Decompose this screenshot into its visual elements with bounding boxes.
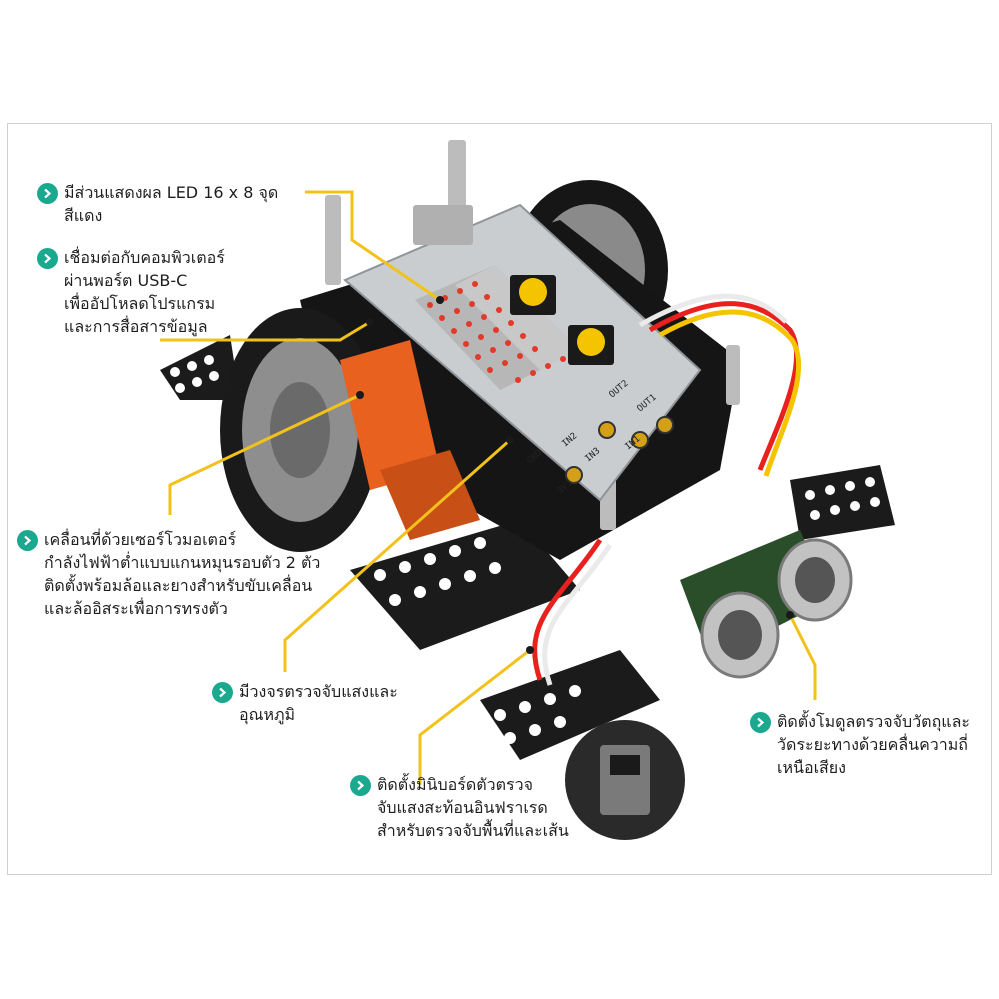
callout-line: วัดระยะทางด้วยคลื่นความถี่	[777, 735, 968, 754]
callout-line: เชื่อมต่อกับคอมพิวเตอร์	[64, 248, 225, 267]
callout-line: เพื่ออัปโหลดโปรแกรม	[64, 294, 216, 313]
callout-ir-board: ติดตั้งมินิบอร์ดตัวตรวจ จับแสงสะท้อนอินฟ…	[350, 773, 569, 842]
callout-text: ติดตั้งโมดูลตรวจจับวัตถุและ วัดระยะทางด้…	[777, 710, 970, 779]
callout-led-display: มีส่วนแสดงผล LED 16 x 8 จุด สีแดง	[37, 181, 278, 227]
callout-line: ติดตั้งพร้อมล้อและยางสำหรับขับเคลื่อน	[44, 576, 313, 595]
callout-line: ติดตั้งมินิบอร์ดตัวตรวจ	[377, 775, 533, 794]
callout-line: มีวงจรตรวจจับแสงและ	[239, 682, 398, 701]
chevron-right-icon	[350, 775, 371, 796]
callout-line: ติดตั้งโมดูลตรวจจับวัตถุและ	[777, 712, 970, 731]
ir-sensor-inset	[565, 720, 685, 840]
callout-light-temp: มีวงจรตรวจจับแสงและ อุณหภูมิ	[212, 680, 398, 726]
callout-text: มีส่วนแสดงผล LED 16 x 8 จุด สีแดง	[64, 181, 278, 227]
callout-line: เคลื่อนที่ด้วยเซอร์โวมอเตอร์	[44, 530, 237, 549]
callout-line: มีส่วนแสดงผล LED 16 x 8 จุด	[64, 183, 279, 202]
chevron-right-icon	[17, 530, 38, 551]
callout-line: อุณหภูมิ	[239, 705, 296, 724]
callout-line: สีแดง	[64, 206, 103, 225]
chevron-right-icon	[37, 183, 58, 204]
callout-text: เชื่อมต่อกับคอมพิวเตอร์ ผ่านพอร์ต USB-C …	[64, 246, 225, 338]
ultrasonic-sensor	[680, 530, 853, 679]
callout-text: เคลื่อนที่ด้วยเซอร์โวมอเตอร์ กำลังไฟฟ้าต…	[44, 528, 320, 620]
callout-line: และล้ออิสระเพื่อการทรงตัว	[44, 599, 228, 618]
callout-line: กำลังไฟฟ้าต่ำแบบแกนหมุนรอบตัว 2 ตัว	[44, 553, 321, 572]
callout-ultrasonic: ติดตั้งโมดูลตรวจจับวัตถุและ วัดระยะทางด้…	[750, 710, 970, 779]
callout-line: เหนือเสียง	[777, 758, 846, 777]
front-wheel	[220, 308, 380, 552]
callout-line: และการสื่อสารข้อมูล	[64, 317, 208, 336]
servo-cables	[532, 293, 802, 686]
callout-line: สำหรับตรวจจับพื้นที่และเส้น	[377, 821, 569, 840]
callout-usb: เชื่อมต่อกับคอมพิวเตอร์ ผ่านพอร์ต USB-C …	[37, 246, 225, 338]
callout-line: ผ่านพอร์ต USB-C	[64, 271, 188, 290]
chevron-right-icon	[212, 682, 233, 703]
chevron-right-icon	[750, 712, 771, 733]
callout-servo: เคลื่อนที่ด้วยเซอร์โวมอเตอร์ กำลังไฟฟ้าต…	[17, 528, 320, 620]
callout-text: ติดตั้งมินิบอร์ดตัวตรวจ จับแสงสะท้อนอินฟ…	[377, 773, 569, 842]
chevron-right-icon	[37, 248, 58, 269]
callout-line: จับแสงสะท้อนอินฟราเรด	[377, 798, 548, 817]
callout-text: มีวงจรตรวจจับแสงและ อุณหภูมิ	[239, 680, 398, 726]
